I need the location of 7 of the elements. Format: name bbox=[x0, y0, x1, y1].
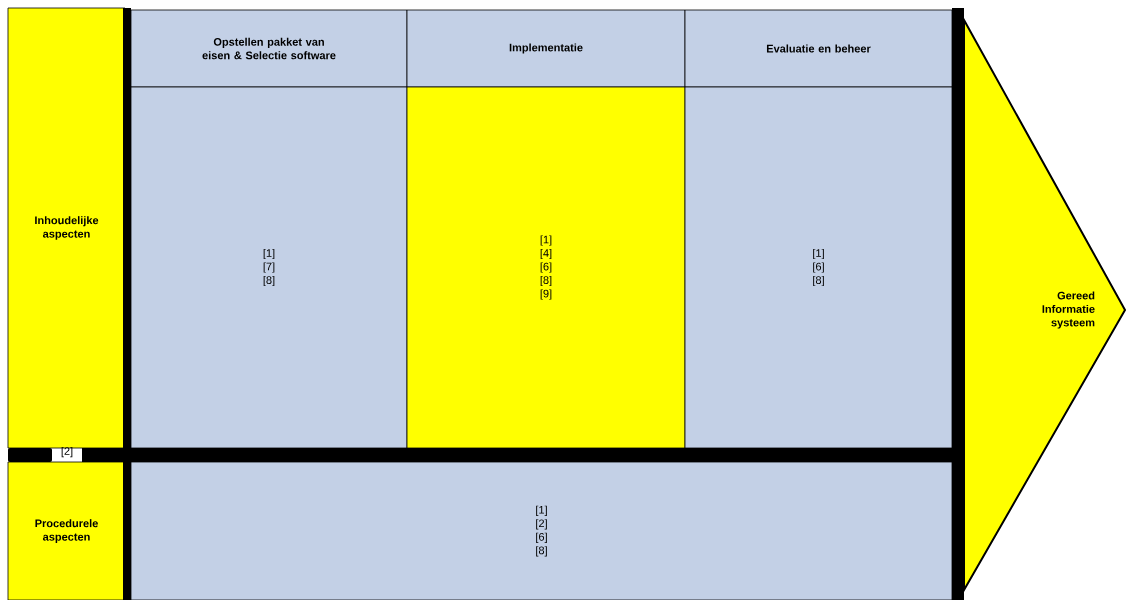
phase-header: Opstellen pakket van eisen & Selectie software bbox=[130, 9, 408, 88]
phase-header: Evaluatie en beheer bbox=[684, 9, 953, 88]
reference-cell: [1] [4] [6] [8] [9] bbox=[406, 86, 686, 449]
row-label-band: Procedurele aspecten bbox=[7, 461, 126, 600]
reference-cell: [1] [2] [6] [8] bbox=[130, 461, 953, 600]
phase-header: Implementatie bbox=[406, 9, 686, 88]
reference-label: [2] bbox=[61, 446, 73, 458]
